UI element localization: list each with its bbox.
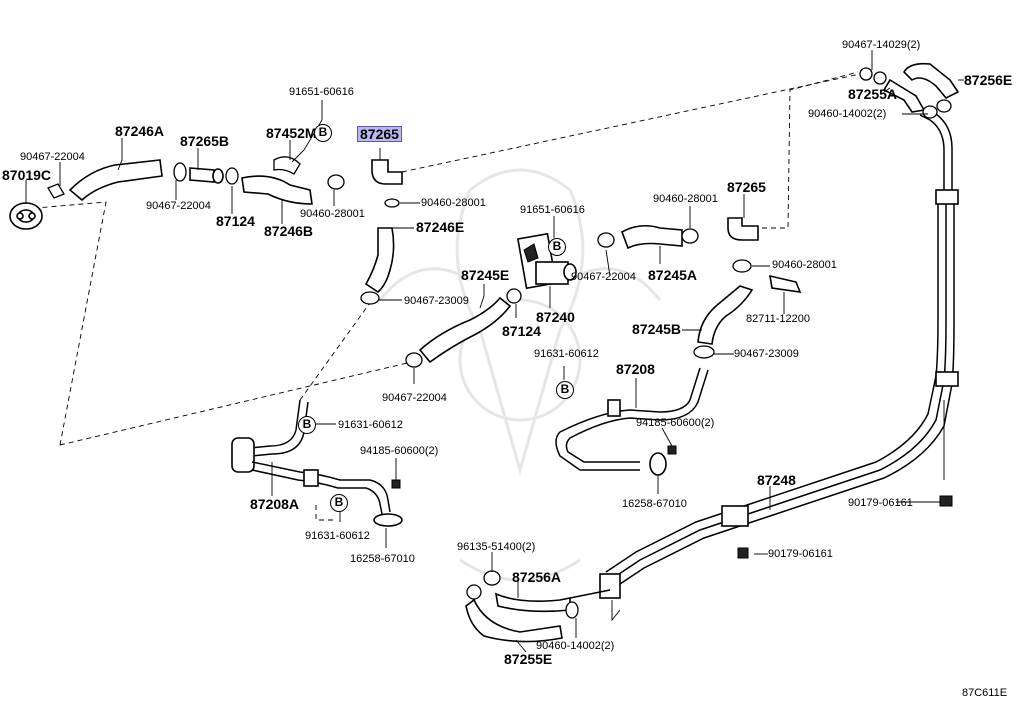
label-87208A: 87208A (250, 496, 300, 512)
label-87452M: 87452M (266, 125, 317, 141)
hose-87245E (405, 296, 512, 368)
diagram-code: 87C611E (962, 687, 1008, 699)
label-87245B: 87245B (632, 321, 682, 337)
label-94185-60600-2-right: 94185-60600(2) (636, 417, 715, 429)
label-91651-60616-mid: 91651-60616 (520, 204, 585, 216)
label-90460-28001-r2: 90460-28001 (772, 259, 837, 271)
badge-b-mid: B (548, 238, 566, 256)
label-90460-28001-right: 90460-28001 (653, 193, 718, 205)
badge-b-left: B (298, 416, 316, 434)
label-87246E: 87246E (416, 219, 465, 235)
hose-87246E (360, 227, 395, 305)
label-87255E: 87255E (504, 651, 553, 667)
label-90467-22004-b: 90467-22004 (146, 200, 211, 212)
dashed-routing-lines (35, 71, 861, 521)
label-90179-06161-a: 90179-06161 (848, 497, 913, 509)
label-90460-14002-2-low: 90460-14002(2) (536, 640, 615, 652)
label-91631-60612-left: 91631-60612 (338, 419, 403, 431)
badge-b-center: B (556, 381, 574, 399)
label-90467-23009-right: 90467-23009 (734, 348, 799, 360)
label-87240: 87240 (536, 309, 575, 325)
label-82711-12200: 82711-12200 (746, 313, 811, 325)
valve-87240 (506, 232, 577, 304)
label-90467-22004-left: 90467-22004 (20, 151, 85, 163)
watermark-emblem (378, 168, 662, 582)
label-91651-60616-top: 91651-60616 (289, 86, 354, 98)
hose-87245B (693, 285, 754, 359)
part-87265B (173, 162, 224, 184)
label-87256E: 87256E (964, 72, 1013, 88)
label-87248: 87248 (757, 472, 796, 488)
label-87245E: 87245E (461, 267, 510, 283)
label-90467-22004-mid: 90467-22004 (571, 271, 636, 283)
hose-87246B (225, 156, 345, 205)
label-16258-67010-right: 16258-67010 (622, 498, 687, 510)
badge-b-low: B (330, 494, 348, 512)
label-87245A: 87245A (648, 267, 698, 283)
elbow-87265 (371, 159, 403, 208)
leader-lines (25, 50, 964, 653)
label-87265-highlighted[interactable]: 87265 (357, 126, 402, 142)
label-90467-14029-2: 90467-14029(2) (842, 39, 921, 51)
pipe-87208 (555, 367, 709, 476)
label-90460-14002-2-top: 90460-14002(2) (808, 108, 887, 120)
hose-87246A (47, 159, 163, 202)
label-87124-left: 87124 (216, 213, 255, 229)
label-87124-mid: 87124 (502, 323, 541, 339)
label-87255A: 87255A (848, 86, 898, 102)
label-87019C: 87019C (2, 167, 52, 183)
label-96135-51400-2: 96135-51400(2) (457, 541, 536, 553)
label-90467-23009-left: 90467-23009 (404, 295, 469, 307)
label-91631-60612-mid: 91631-60612 (534, 348, 599, 360)
hoses-87256A-87255E (465, 570, 611, 643)
label-90460-28001-left: 90460-28001 (300, 208, 365, 220)
label-94185-60600-2-left: 94185-60600(2) (360, 445, 439, 457)
badge-b-top: B (314, 124, 332, 142)
label-87246B: 87246B (264, 223, 314, 239)
label-90460-28001-mid: 90460-28001 (421, 197, 486, 209)
label-90467-22004-low: 90467-22004 (382, 392, 447, 404)
hose-87245A (597, 224, 699, 250)
label-87265-right: 87265 (727, 179, 766, 195)
hoses-87256E-87255A (859, 62, 960, 119)
label-87208: 87208 (616, 361, 655, 377)
bracket-82711-12200 (769, 274, 802, 293)
label-87265B: 87265B (180, 133, 230, 149)
elbow-87265-right (727, 217, 759, 273)
label-87256A: 87256A (512, 569, 562, 585)
label-16258-67010-left: 16258-67010 (350, 553, 415, 565)
label-90179-06161-b: 90179-06161 (768, 548, 833, 560)
label-91631-60612-low: 91631-60612 (305, 530, 370, 542)
label-87246A: 87246A (115, 123, 165, 139)
tubes-87248 (599, 113, 959, 599)
grommet-87019C (9, 202, 43, 230)
